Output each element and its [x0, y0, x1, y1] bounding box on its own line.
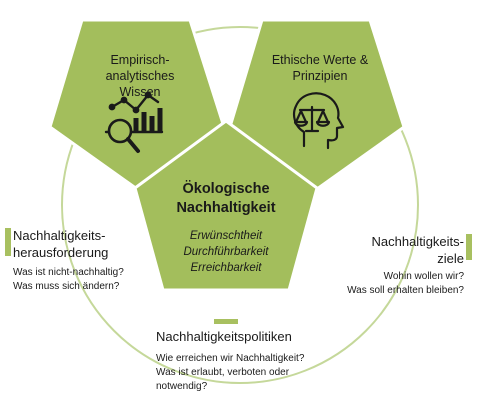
head-scales-icon — [293, 92, 345, 150]
center-title: Ökologische Nachhaltigkeit — [156, 180, 296, 218]
property-desirability: Erwünschtheit — [189, 230, 263, 242]
left-section-title: Nachhaltigkeits-herausforderung — [13, 227, 143, 261]
left-section-title-text: Nachhaltigkeits-herausforderung — [13, 228, 109, 260]
bottom-section-questions: Wie erreichen wir Nachhaltigkeit? Was is… — [156, 352, 326, 394]
right-section-questions: Wohin wollen wir? Was soll erhalten blei… — [314, 270, 464, 298]
left-section-questions: Was ist nicht-nachhaltig? Was muss sich … — [13, 266, 153, 294]
cycle-circle — [61, 26, 419, 384]
pentagon-left-label: Empirisch-analytisches Wissen — [70, 52, 210, 100]
chart-magnifier-icon — [104, 91, 164, 153]
pentagon-right — [228, 18, 406, 191]
bottom-question-1: Wie erreichen wir Nachhaltigkeit? — [156, 353, 305, 364]
center-properties: Erwünschtheit Durchführbarkeit Erreichba… — [156, 228, 296, 276]
bottom-question-2: Was ist erlaubt, verboten oder notwendig… — [156, 367, 290, 392]
pentagon-left-label-text: Empirisch-analytisches Wissen — [105, 53, 175, 99]
right-section-title-text: Nachhaltigkeits-ziele — [371, 234, 465, 266]
pentagon-right-label: Ethische Werte & Prinzipien — [250, 52, 390, 84]
pentagon-center — [133, 119, 319, 292]
property-feasibility: Durchführbarkeit — [183, 246, 269, 258]
pentagon-right-label-text: Ethische Werte & Prinzipien — [271, 53, 369, 83]
left-question-2: Was muss sich ändern? — [13, 281, 120, 292]
center-title-text: Ökologische Nachhaltigkeit — [176, 181, 276, 216]
left-accent-bar — [5, 228, 11, 256]
bottom-section-title: Nachhaltigkeitspolitiken — [156, 329, 292, 344]
left-question-1: Was ist nicht-nachhaltig? — [13, 267, 124, 278]
right-accent-bar — [466, 234, 472, 260]
right-question-1: Wohin wollen wir? — [383, 271, 464, 282]
bottom-accent-bar — [214, 319, 238, 324]
property-attainability: Erreichbarkeit — [190, 262, 262, 274]
right-section-title: Nachhaltigkeits-ziele — [334, 233, 465, 267]
right-question-2: Was soll erhalten bleiben? — [347, 285, 464, 296]
